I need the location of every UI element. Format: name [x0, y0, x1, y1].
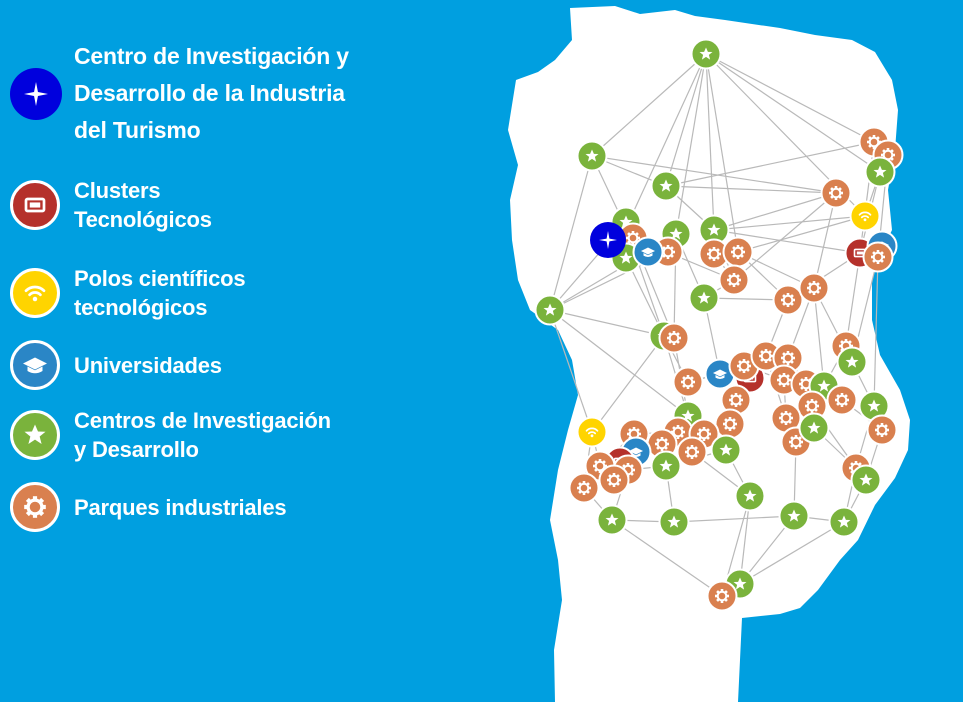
star-icon — [10, 410, 60, 460]
network-link — [611, 519, 723, 597]
network-link — [625, 53, 707, 229]
legend-label-universidades: Universidades — [74, 352, 222, 378]
turismo-center-marker[interactable] — [590, 222, 626, 258]
legend-item-parques: Parques industriales — [10, 482, 287, 532]
network-link — [549, 155, 593, 311]
network-link — [737, 215, 866, 253]
wifi-icon — [10, 268, 60, 318]
network-link — [549, 309, 689, 417]
legend-item-clusters: Clusters Tecnológicos — [10, 176, 212, 234]
industrial-park-marker[interactable] — [820, 177, 852, 209]
monitor-icon — [10, 180, 60, 230]
network-link — [713, 229, 861, 254]
gear-icon — [10, 482, 60, 532]
network-link — [713, 192, 837, 231]
research-center-marker[interactable] — [650, 170, 682, 202]
polo-marker[interactable] — [849, 200, 881, 232]
network-link — [739, 521, 845, 585]
research-center-marker[interactable] — [836, 346, 868, 378]
network-link — [549, 309, 665, 337]
network-link — [673, 515, 795, 523]
research-center-marker[interactable] — [534, 294, 566, 326]
network-link — [813, 287, 825, 387]
industrial-park-marker[interactable] — [598, 464, 630, 496]
industrial-park-marker[interactable] — [714, 408, 746, 440]
network-link — [549, 309, 593, 433]
research-center-marker[interactable] — [690, 38, 722, 70]
network-link — [705, 53, 875, 143]
four-point-star-icon — [10, 67, 62, 120]
legend-label-clusters: Clusters Tecnológicos — [74, 178, 212, 232]
industrial-park-marker[interactable] — [676, 436, 708, 468]
industrial-park-marker[interactable] — [826, 384, 858, 416]
industrial-park-marker[interactable] — [772, 284, 804, 316]
industrial-park-marker[interactable] — [568, 472, 600, 504]
network-link — [705, 53, 715, 231]
university-marker[interactable] — [632, 236, 664, 268]
polo-marker[interactable] — [576, 416, 608, 448]
network-nodes — [534, 38, 904, 612]
graduation-cap-icon — [10, 340, 60, 390]
research-center-marker[interactable] — [650, 450, 682, 482]
industrial-park-marker[interactable] — [718, 264, 750, 296]
research-center-marker[interactable] — [658, 506, 690, 538]
legend-label-turismo: Centro de Investigación y Desarrollo de … — [74, 43, 349, 143]
province-network-map — [480, 0, 963, 702]
network-link — [733, 192, 837, 281]
research-center-marker[interactable] — [734, 480, 766, 512]
industrial-park-marker[interactable] — [862, 241, 894, 273]
industrial-park-marker[interactable] — [672, 366, 704, 398]
legend-item-turismo: Centro de Investigación y Desarrollo de … — [10, 38, 349, 149]
research-center-marker[interactable] — [576, 140, 608, 172]
network-link — [665, 141, 875, 187]
research-center-marker[interactable] — [778, 500, 810, 532]
network-link — [675, 53, 707, 235]
network-link — [591, 155, 837, 194]
legend-item-universidades: Universidades — [10, 340, 222, 390]
research-center-marker[interactable] — [828, 506, 860, 538]
province-map-svg — [508, 6, 910, 702]
research-center-marker[interactable] — [596, 504, 628, 536]
network-link — [665, 185, 837, 194]
industrial-park-marker[interactable] — [866, 414, 898, 446]
network-link — [665, 53, 707, 187]
research-center-marker[interactable] — [864, 156, 896, 188]
map-legend: Centro de Investigación y Desarrollo de … — [0, 0, 420, 702]
industrial-park-marker[interactable] — [722, 236, 754, 268]
network-link — [813, 192, 837, 289]
legend-item-centros-id: Centros de Investigación y Desarrollo — [10, 406, 331, 464]
research-center-marker[interactable] — [798, 412, 830, 444]
network-link — [845, 252, 861, 347]
network-link — [705, 53, 881, 173]
industrial-park-marker[interactable] — [706, 580, 738, 612]
research-center-marker[interactable] — [688, 282, 720, 314]
industrial-park-marker[interactable] — [658, 322, 690, 354]
research-center-marker[interactable] — [710, 434, 742, 466]
research-center-marker[interactable] — [850, 464, 882, 496]
industrial-park-marker[interactable] — [796, 390, 828, 422]
legend-label-polos: Polos científicos tecnológicos — [74, 266, 246, 320]
network-link — [591, 53, 707, 157]
network-link — [713, 215, 866, 231]
industrial-park-marker[interactable] — [798, 272, 830, 304]
network-link — [591, 335, 665, 433]
network-link — [873, 256, 879, 407]
legend-label-centros-id: Centros de Investigación y Desarrollo — [74, 408, 331, 462]
legend-item-polos: Polos científicos tecnológicos — [10, 264, 246, 322]
industrial-park-marker[interactable] — [770, 402, 802, 434]
network-link — [705, 53, 739, 253]
legend-label-parques: Parques industriales — [74, 494, 287, 520]
